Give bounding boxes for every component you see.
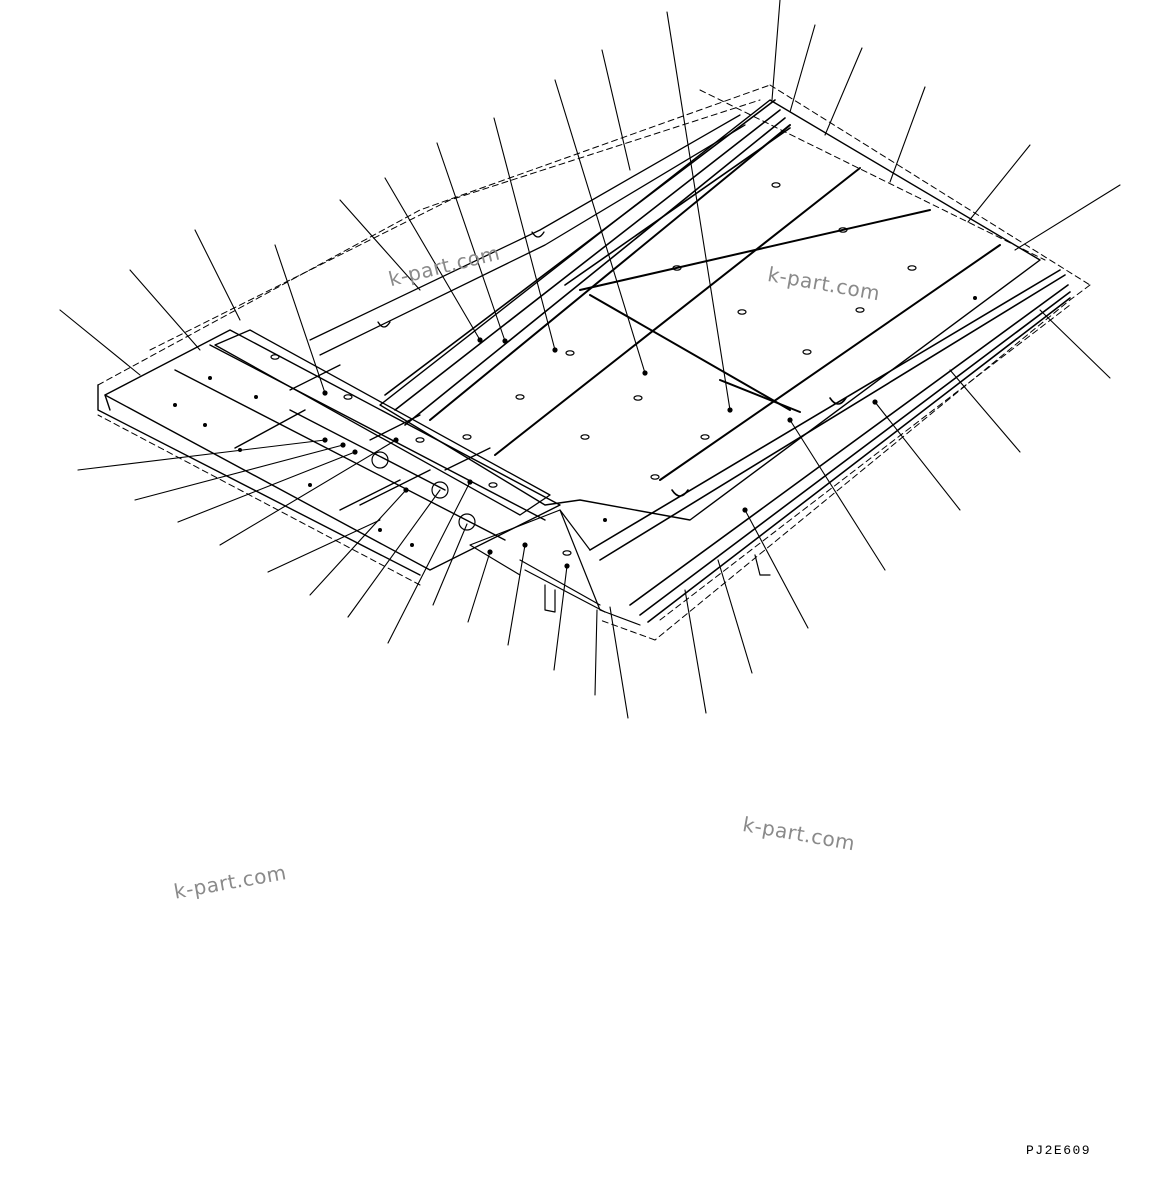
callout-leaders bbox=[59, 0, 1121, 719]
sprocket-symbols bbox=[371, 451, 476, 531]
rear-floor-seams bbox=[429, 124, 1001, 481]
rear-floor-plate bbox=[379, 99, 1041, 521]
top-guard-rail bbox=[384, 99, 791, 426]
right-side-wall bbox=[589, 269, 1071, 623]
dashed-frame-outline bbox=[97, 84, 1091, 641]
slot-holes bbox=[270, 182, 917, 556]
left-side-wall bbox=[309, 114, 746, 356]
front-inner-plates bbox=[214, 329, 551, 516]
lower-right-panel bbox=[469, 509, 771, 626]
bolt-holes bbox=[173, 296, 977, 547]
callout-dots bbox=[322, 337, 878, 569]
drawing-code: PJ2E609 bbox=[1026, 1143, 1092, 1158]
front-step-platform bbox=[97, 329, 561, 576]
